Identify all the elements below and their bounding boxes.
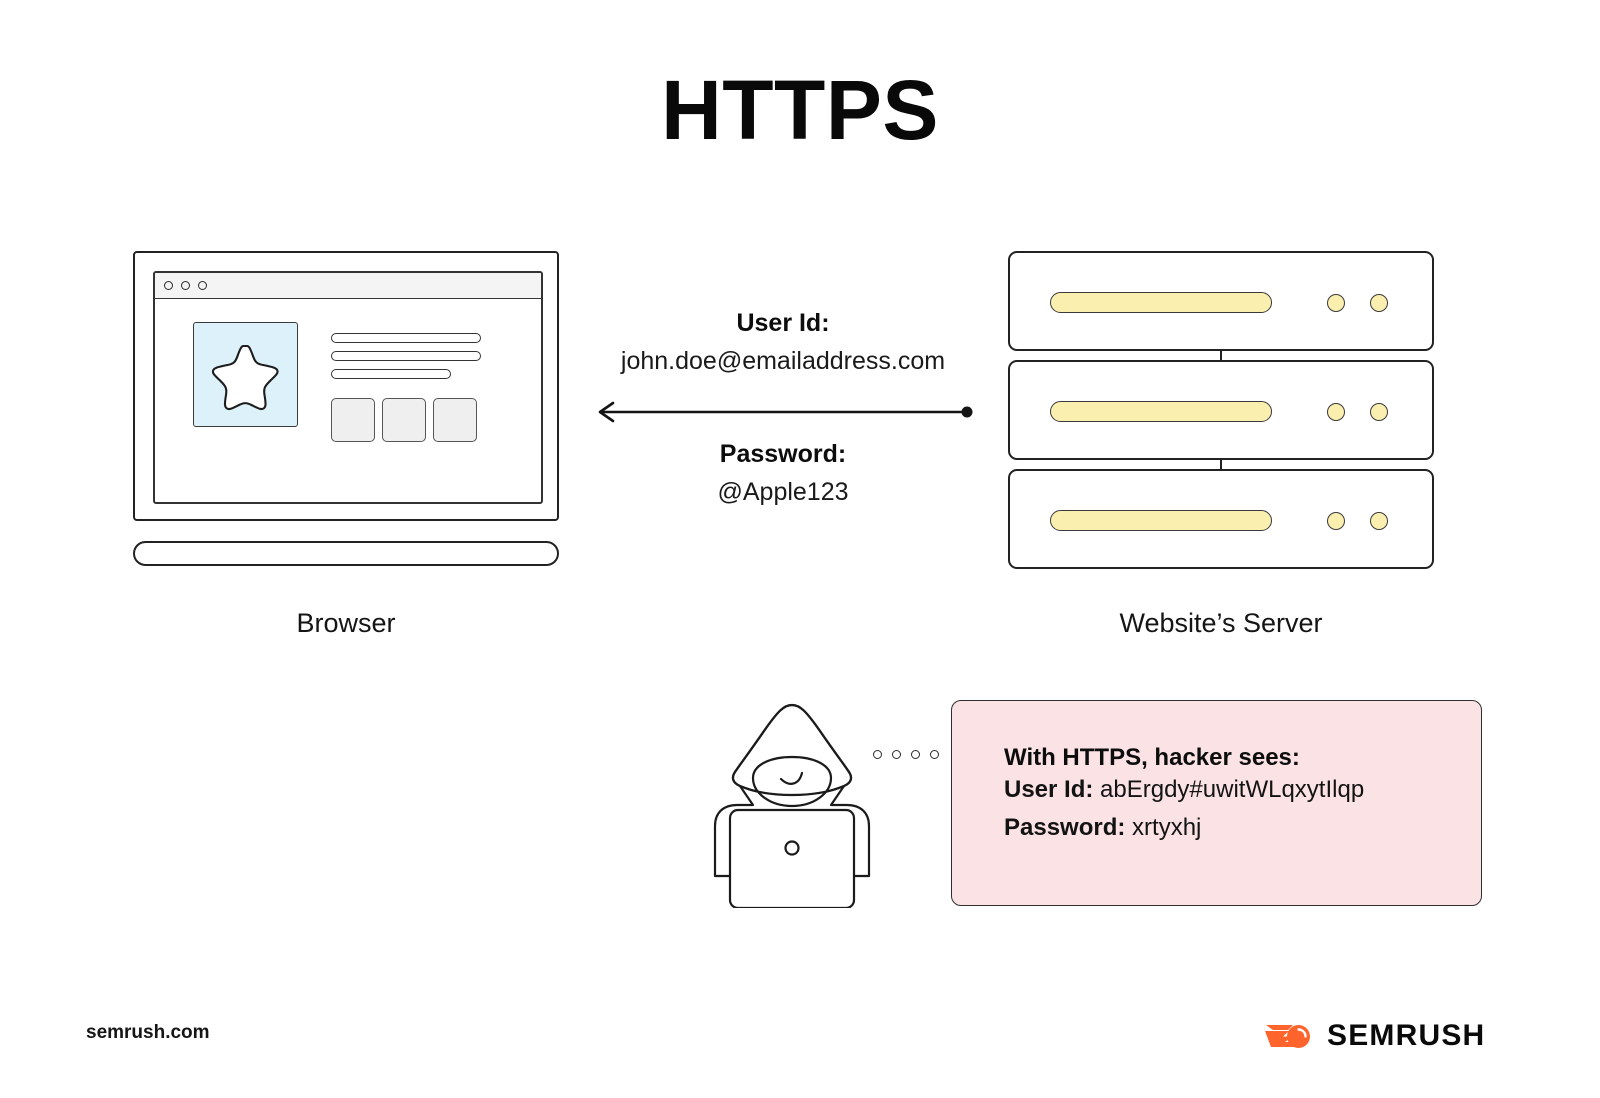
rack-connector	[1220, 460, 1223, 469]
server-led-icon	[1327, 294, 1345, 312]
transfer-user-id-label: User Id:	[736, 309, 830, 337]
star-icon	[211, 344, 279, 411]
data-transfer-block: User Id: john.doe@emailaddress.com Passw…	[583, 308, 983, 510]
leftward-arrow-icon	[598, 401, 973, 423]
browser-titlebar	[155, 273, 541, 299]
server-status-bar	[1050, 401, 1272, 422]
server-led-icon	[1327, 403, 1345, 421]
link-dot-icon	[892, 750, 901, 759]
server-led-icon	[1327, 512, 1345, 530]
server-illustration	[1008, 251, 1438, 571]
server-status-bar	[1050, 510, 1272, 531]
laptop-base	[133, 541, 559, 566]
browser-caption: Browser	[296, 608, 396, 638]
server-status-bar	[1050, 292, 1272, 313]
hacker-illustration	[697, 693, 887, 910]
content-tile	[382, 398, 426, 442]
image-placeholder	[193, 322, 298, 427]
eavesdrop-dotted-link	[873, 750, 943, 764]
callout-password-label: Password:	[1004, 813, 1126, 841]
laptop-screen-frame	[133, 251, 559, 521]
callout-title: With HTTPS, hacker sees:	[1004, 744, 1300, 771]
semrush-logo: SEMRUSH	[1263, 1016, 1485, 1056]
callout-user-id-row: User Id: abErgdy#uwitWLqxytIlqp	[1004, 771, 1481, 808]
hacker-callout-box: With HTTPS, hacker sees: User Id: abErgd…	[951, 700, 1482, 906]
transfer-password-label: Password:	[719, 440, 847, 468]
content-tile	[331, 398, 375, 442]
window-maximize-dot-icon	[198, 281, 207, 290]
server-rack-unit	[1008, 251, 1434, 351]
server-caption: Website’s Server	[1119, 608, 1323, 638]
link-dot-icon	[911, 750, 920, 759]
window-close-dot-icon	[164, 281, 173, 290]
hooded-hacker-icon	[713, 703, 871, 910]
server-led-icon	[1370, 403, 1388, 421]
content-text-line	[331, 333, 481, 343]
server-led-icon	[1370, 512, 1388, 530]
semrush-wordmark: SEMRUSH	[1327, 1019, 1486, 1052]
link-dot-icon	[930, 750, 939, 759]
callout-user-id-label: User Id:	[1004, 776, 1094, 804]
transfer-user-id-value: john.doe@emailaddress.com	[620, 347, 946, 376]
footer-url: semrush.com	[86, 1022, 210, 1043]
content-text-line	[331, 369, 451, 379]
page-title: HTTPS	[661, 63, 939, 157]
window-minimize-dot-icon	[181, 281, 190, 290]
transfer-password-group: Password: @Apple123	[583, 439, 983, 510]
transfer-password-value: @Apple123	[717, 478, 849, 507]
browser-window	[153, 271, 543, 504]
callout-user-id-value: abErgdy#uwitWLqxytIlqp	[1100, 776, 1365, 804]
server-rack-unit	[1008, 360, 1434, 460]
browser-illustration	[133, 251, 563, 571]
transfer-arrow	[583, 395, 983, 429]
content-tile	[433, 398, 477, 442]
link-dot-icon	[873, 750, 882, 759]
server-led-icon	[1370, 294, 1388, 312]
server-rack-unit	[1008, 469, 1434, 569]
callout-password-value: xrtyxhj	[1132, 813, 1202, 841]
callout-password-row: Password: xrtyxhj	[1004, 809, 1481, 846]
semrush-comet-icon	[1265, 1025, 1310, 1048]
rack-connector	[1220, 351, 1223, 360]
content-text-line	[331, 351, 481, 361]
